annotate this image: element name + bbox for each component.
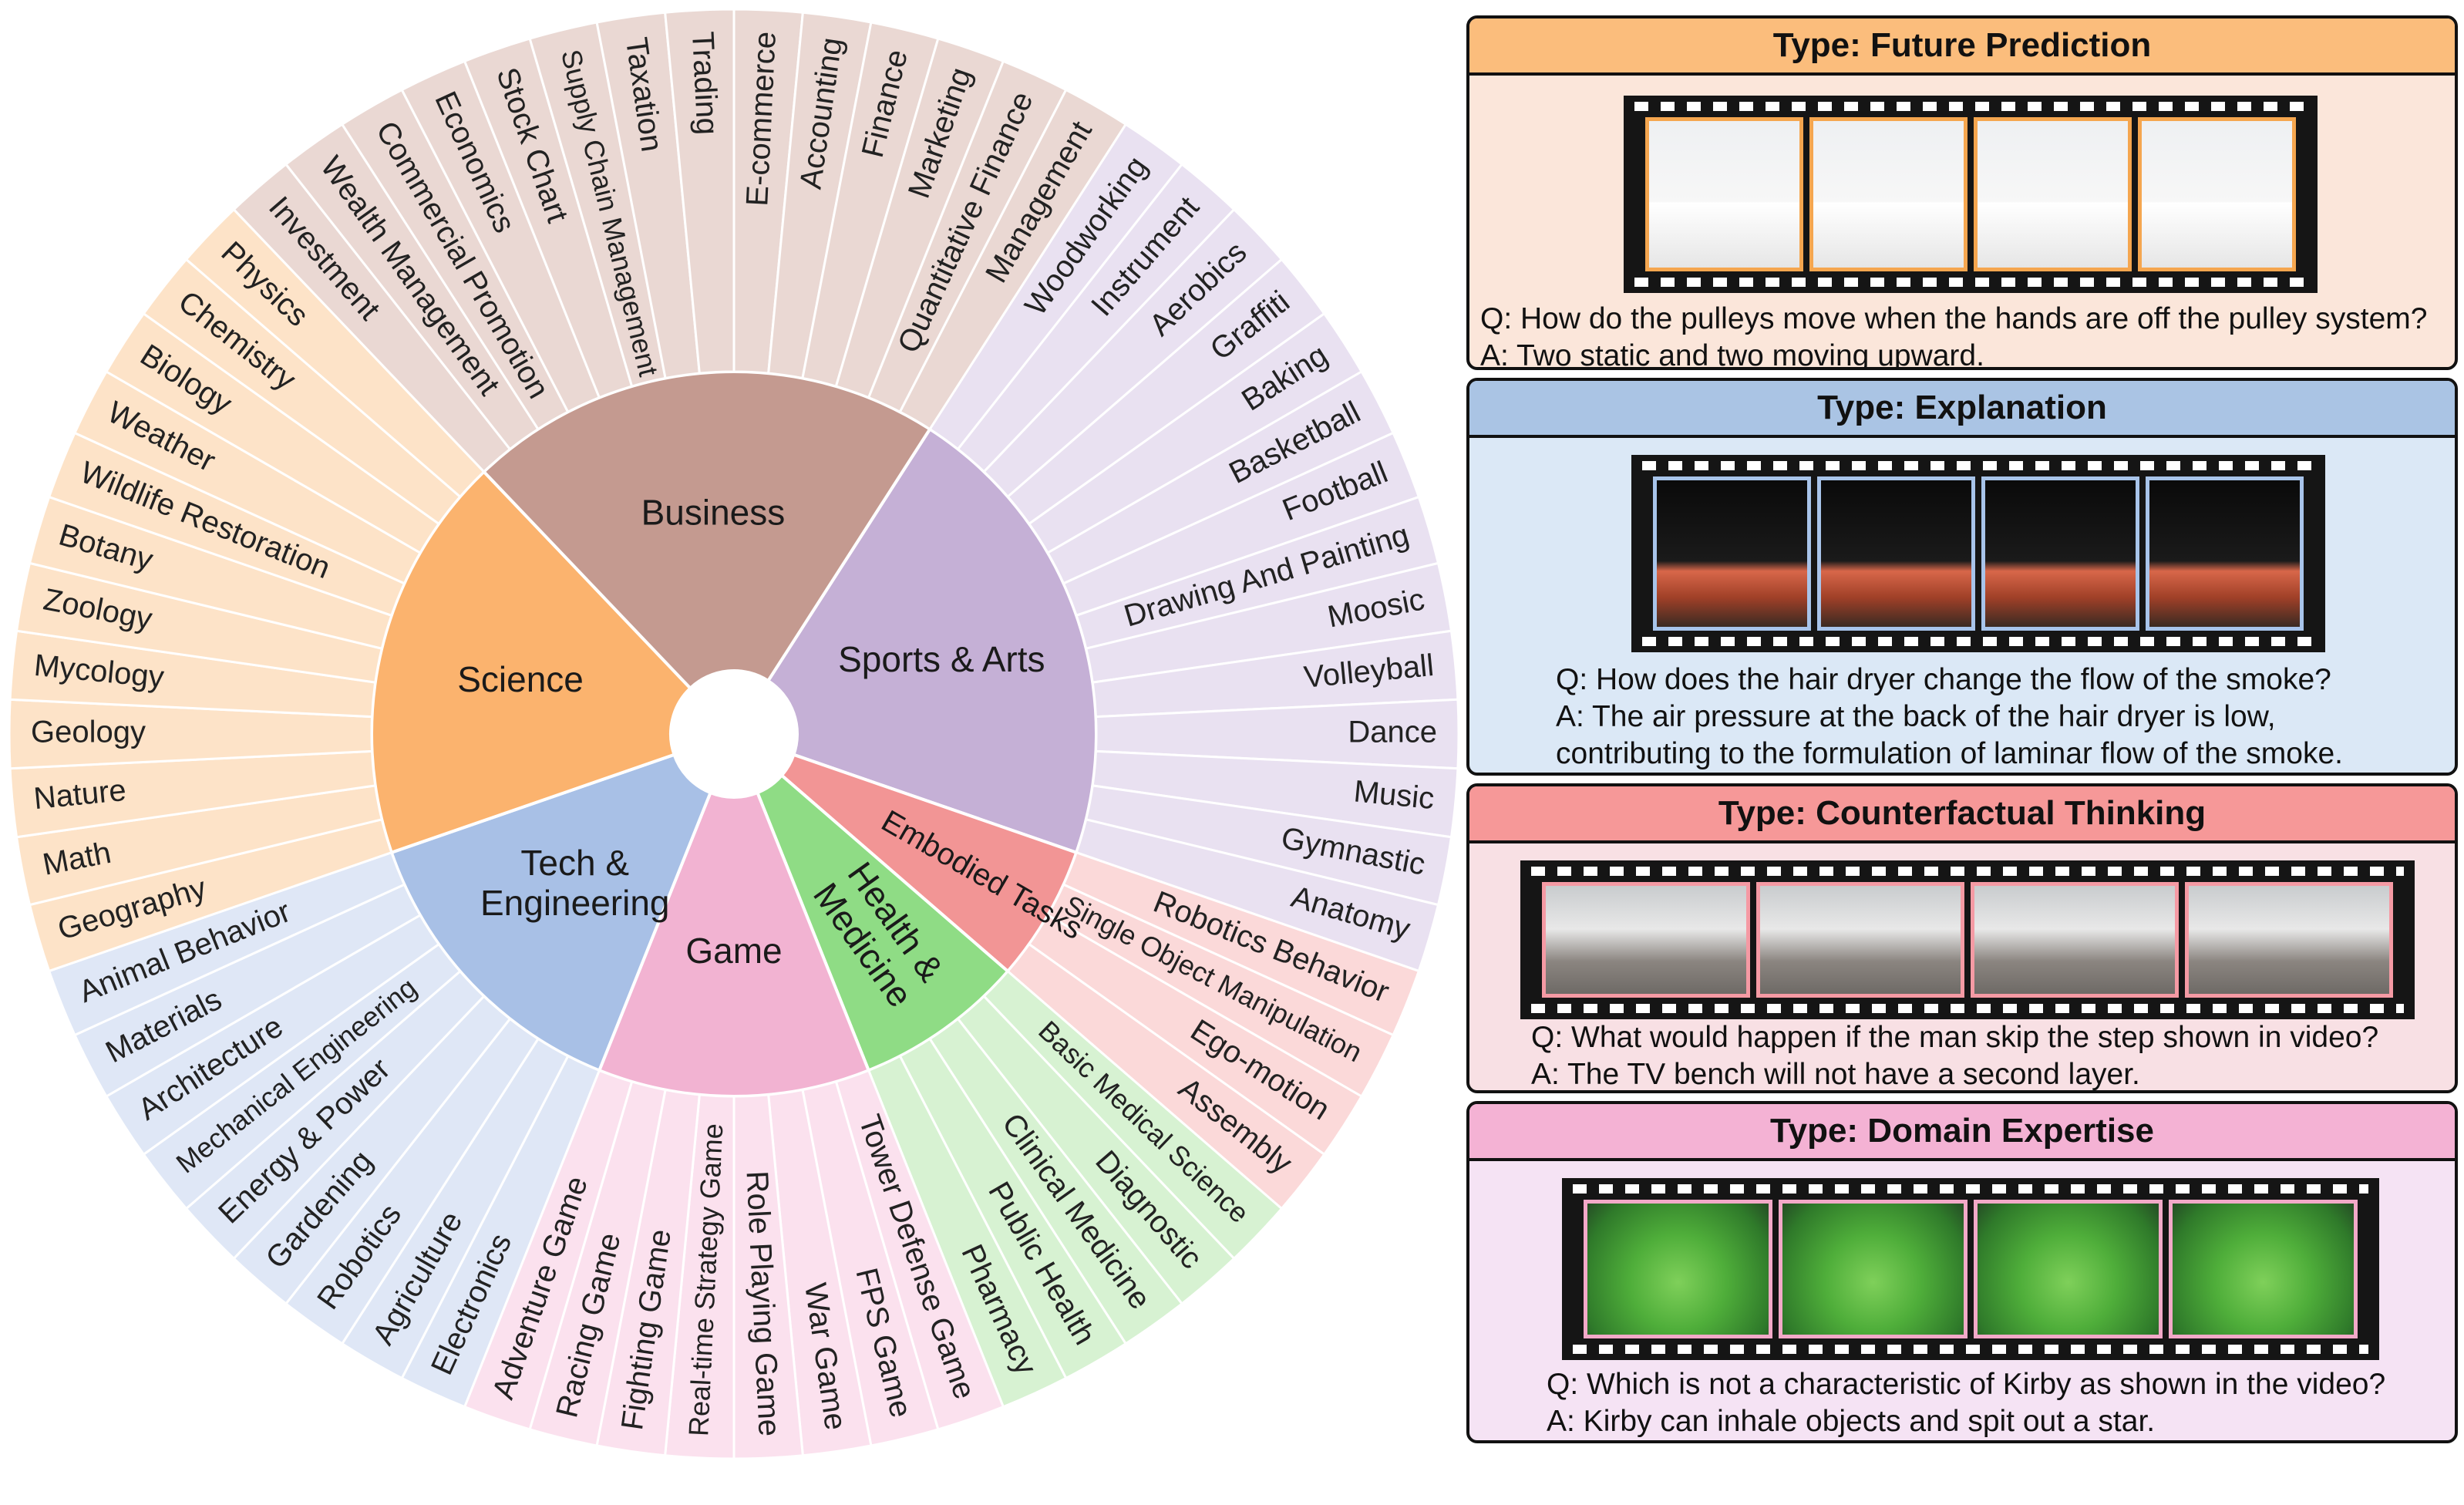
category-label: Game	[685, 931, 782, 971]
answer-line: A: Kirby can inhale objects and spit out…	[1547, 1405, 2156, 1438]
panel-body: Q: How does the hair dryer change the fl…	[1469, 438, 2455, 773]
panel-title: Type: Explanation	[1469, 381, 2455, 438]
video-frame	[1779, 1200, 1967, 1338]
category-label: Tech &	[520, 843, 629, 883]
video-frame	[1542, 882, 1750, 998]
item-wedge-management	[898, 88, 1128, 431]
item-label: Dance	[1348, 715, 1437, 749]
panel-body: Q: How do the pulleys move when the hand…	[1469, 76, 2455, 367]
panel-counterfactual-thinking: Type: Counterfactual Thinking Q: What wo…	[1466, 783, 2458, 1093]
qa-text: Q: How does the hair dryer change the fl…	[1556, 662, 2343, 773]
item-label: Trading	[685, 31, 724, 136]
video-frames	[1584, 1200, 2358, 1338]
video-frame	[1817, 476, 1975, 631]
item-label: Geology	[31, 715, 146, 749]
panel-body: Q: Which is not a characteristic of Kirb…	[1469, 1161, 2455, 1440]
film-perforations-top	[1573, 1184, 2368, 1194]
question-text: Q: How do the pulleys move when the hand…	[1480, 302, 2428, 335]
film-perforations-bottom	[1642, 637, 2314, 646]
video-frame	[1653, 476, 1811, 631]
answer-line: A: The air pressure at the back of the h…	[1556, 700, 2276, 733]
item-label: E-commerce	[740, 31, 783, 207]
category-label: Sports & Arts	[838, 639, 1045, 679]
film-perforations-top	[1634, 102, 2307, 111]
question-text: Q: Which is not a characteristic of Kirb…	[1547, 1368, 2386, 1401]
panel-body: Q: What would happen if the man skip the…	[1469, 843, 2455, 1090]
item-label: Music	[1352, 774, 1436, 816]
video-filmstrip	[1520, 860, 2415, 1019]
answer-line: A: Two static and two moving upward.	[1480, 339, 1984, 370]
video-frames	[1542, 882, 2393, 998]
question-text: Q: What would happen if the man skip the…	[1531, 1021, 2379, 1054]
category-label: Business	[641, 492, 786, 532]
video-frame	[1809, 117, 1967, 271]
film-perforations-bottom	[1634, 278, 2307, 287]
film-perforations-bottom	[1531, 1004, 2404, 1013]
video-frame	[2169, 1200, 2358, 1338]
video-frame	[1981, 476, 2139, 631]
video-frame	[1584, 1200, 1772, 1338]
question-text: Q: How does the hair dryer change the fl…	[1556, 663, 2331, 696]
answer-line: contributing to the formulation of lamin…	[1556, 737, 2344, 770]
video-frame	[1645, 117, 1803, 271]
video-filmstrip	[1624, 96, 2318, 293]
category-label: Science	[457, 659, 584, 699]
answer-line: A: The TV bench will not have a second l…	[1531, 1058, 2140, 1091]
video-frames	[1653, 476, 2304, 631]
panel-title: Type: Future Prediction	[1469, 19, 2455, 76]
video-frames	[1645, 117, 2296, 271]
qa-text: Q: Which is not a characteristic of Kirb…	[1547, 1366, 2385, 1440]
domain-sunburst-chart: WoodworkingInstrumentAerobicsGraffitiBak…	[8, 8, 1460, 1460]
video-frame	[2185, 882, 2393, 998]
video-frame	[1974, 1200, 2163, 1338]
video-frame	[1974, 117, 2132, 271]
center-hole	[671, 671, 797, 797]
qa-text: Q: What would happen if the man skip the…	[1531, 1019, 2379, 1091]
video-frame	[2138, 117, 2296, 271]
panel-explanation: Type: Explanation Q: How does the hair d…	[1466, 378, 2458, 776]
video-filmstrip	[1562, 1178, 2379, 1360]
film-perforations-top	[1642, 461, 2314, 470]
video-frame	[1971, 882, 2179, 998]
video-filmstrip	[1631, 455, 2325, 652]
category-label: Engineering	[480, 883, 670, 923]
panel-domain-expertise: Type: Domain Expertise Q: Which is not a…	[1466, 1101, 2458, 1443]
panel-title: Type: Counterfactual Thinking	[1469, 786, 2455, 843]
video-frame	[2146, 476, 2304, 631]
film-perforations-bottom	[1573, 1345, 2368, 1354]
panel-title: Type: Domain Expertise	[1469, 1104, 2455, 1161]
qa-text: Q: How do the pulleys move when the hand…	[1480, 301, 2428, 370]
film-perforations-top	[1531, 867, 2404, 876]
panel-future-prediction: Type: Future Prediction Q: How do the pu…	[1466, 15, 2458, 370]
video-frame	[1756, 882, 1964, 998]
